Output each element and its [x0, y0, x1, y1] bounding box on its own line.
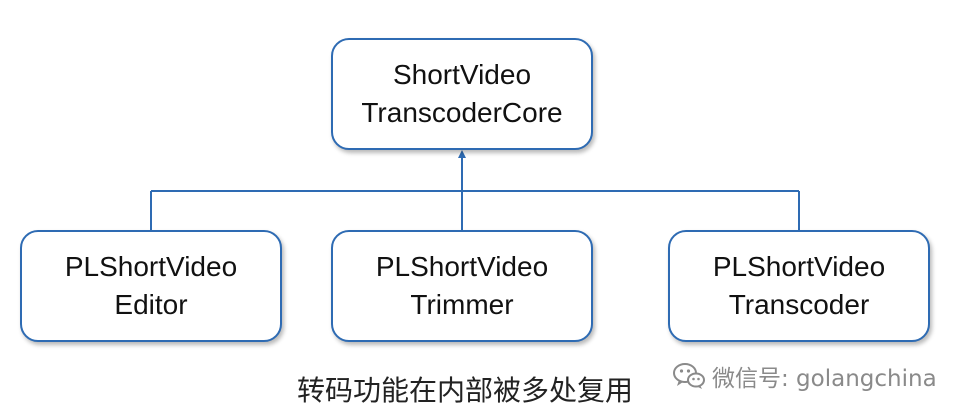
arrowhead-icon	[458, 150, 466, 158]
node-plshortvideo-trimmer: PLShortVideo Trimmer	[331, 230, 593, 342]
watermark-text: 微信号: golangchina	[712, 366, 937, 392]
node-label-line2: Editor	[114, 289, 188, 320]
node-label-line1: PLShortVideo	[64, 251, 238, 282]
node-label-line1: ShortVideo	[392, 59, 532, 90]
node-plshortvideo-editor: PLShortVideo Editor	[20, 230, 282, 342]
watermark: 微信号: golangchina	[672, 360, 937, 392]
node-label-line2: Trimmer	[410, 289, 514, 320]
node-plshortvideo-transcoder: PLShortVideo Transcoder	[668, 230, 930, 342]
node-label-line2: TranscoderCore	[361, 97, 563, 128]
node-shortvideo-transcodercore: ShortVideo TranscoderCore	[331, 38, 593, 150]
node-label-line2: Transcoder	[728, 289, 870, 320]
wechat-icon	[673, 363, 705, 389]
node-label-line1: PLShortVideo	[375, 251, 549, 282]
connector-lines	[150, 155, 800, 230]
node-label-line1: PLShortVideo	[712, 251, 886, 282]
diagram-caption: 转码功能在内部被多处复用	[296, 374, 633, 407]
